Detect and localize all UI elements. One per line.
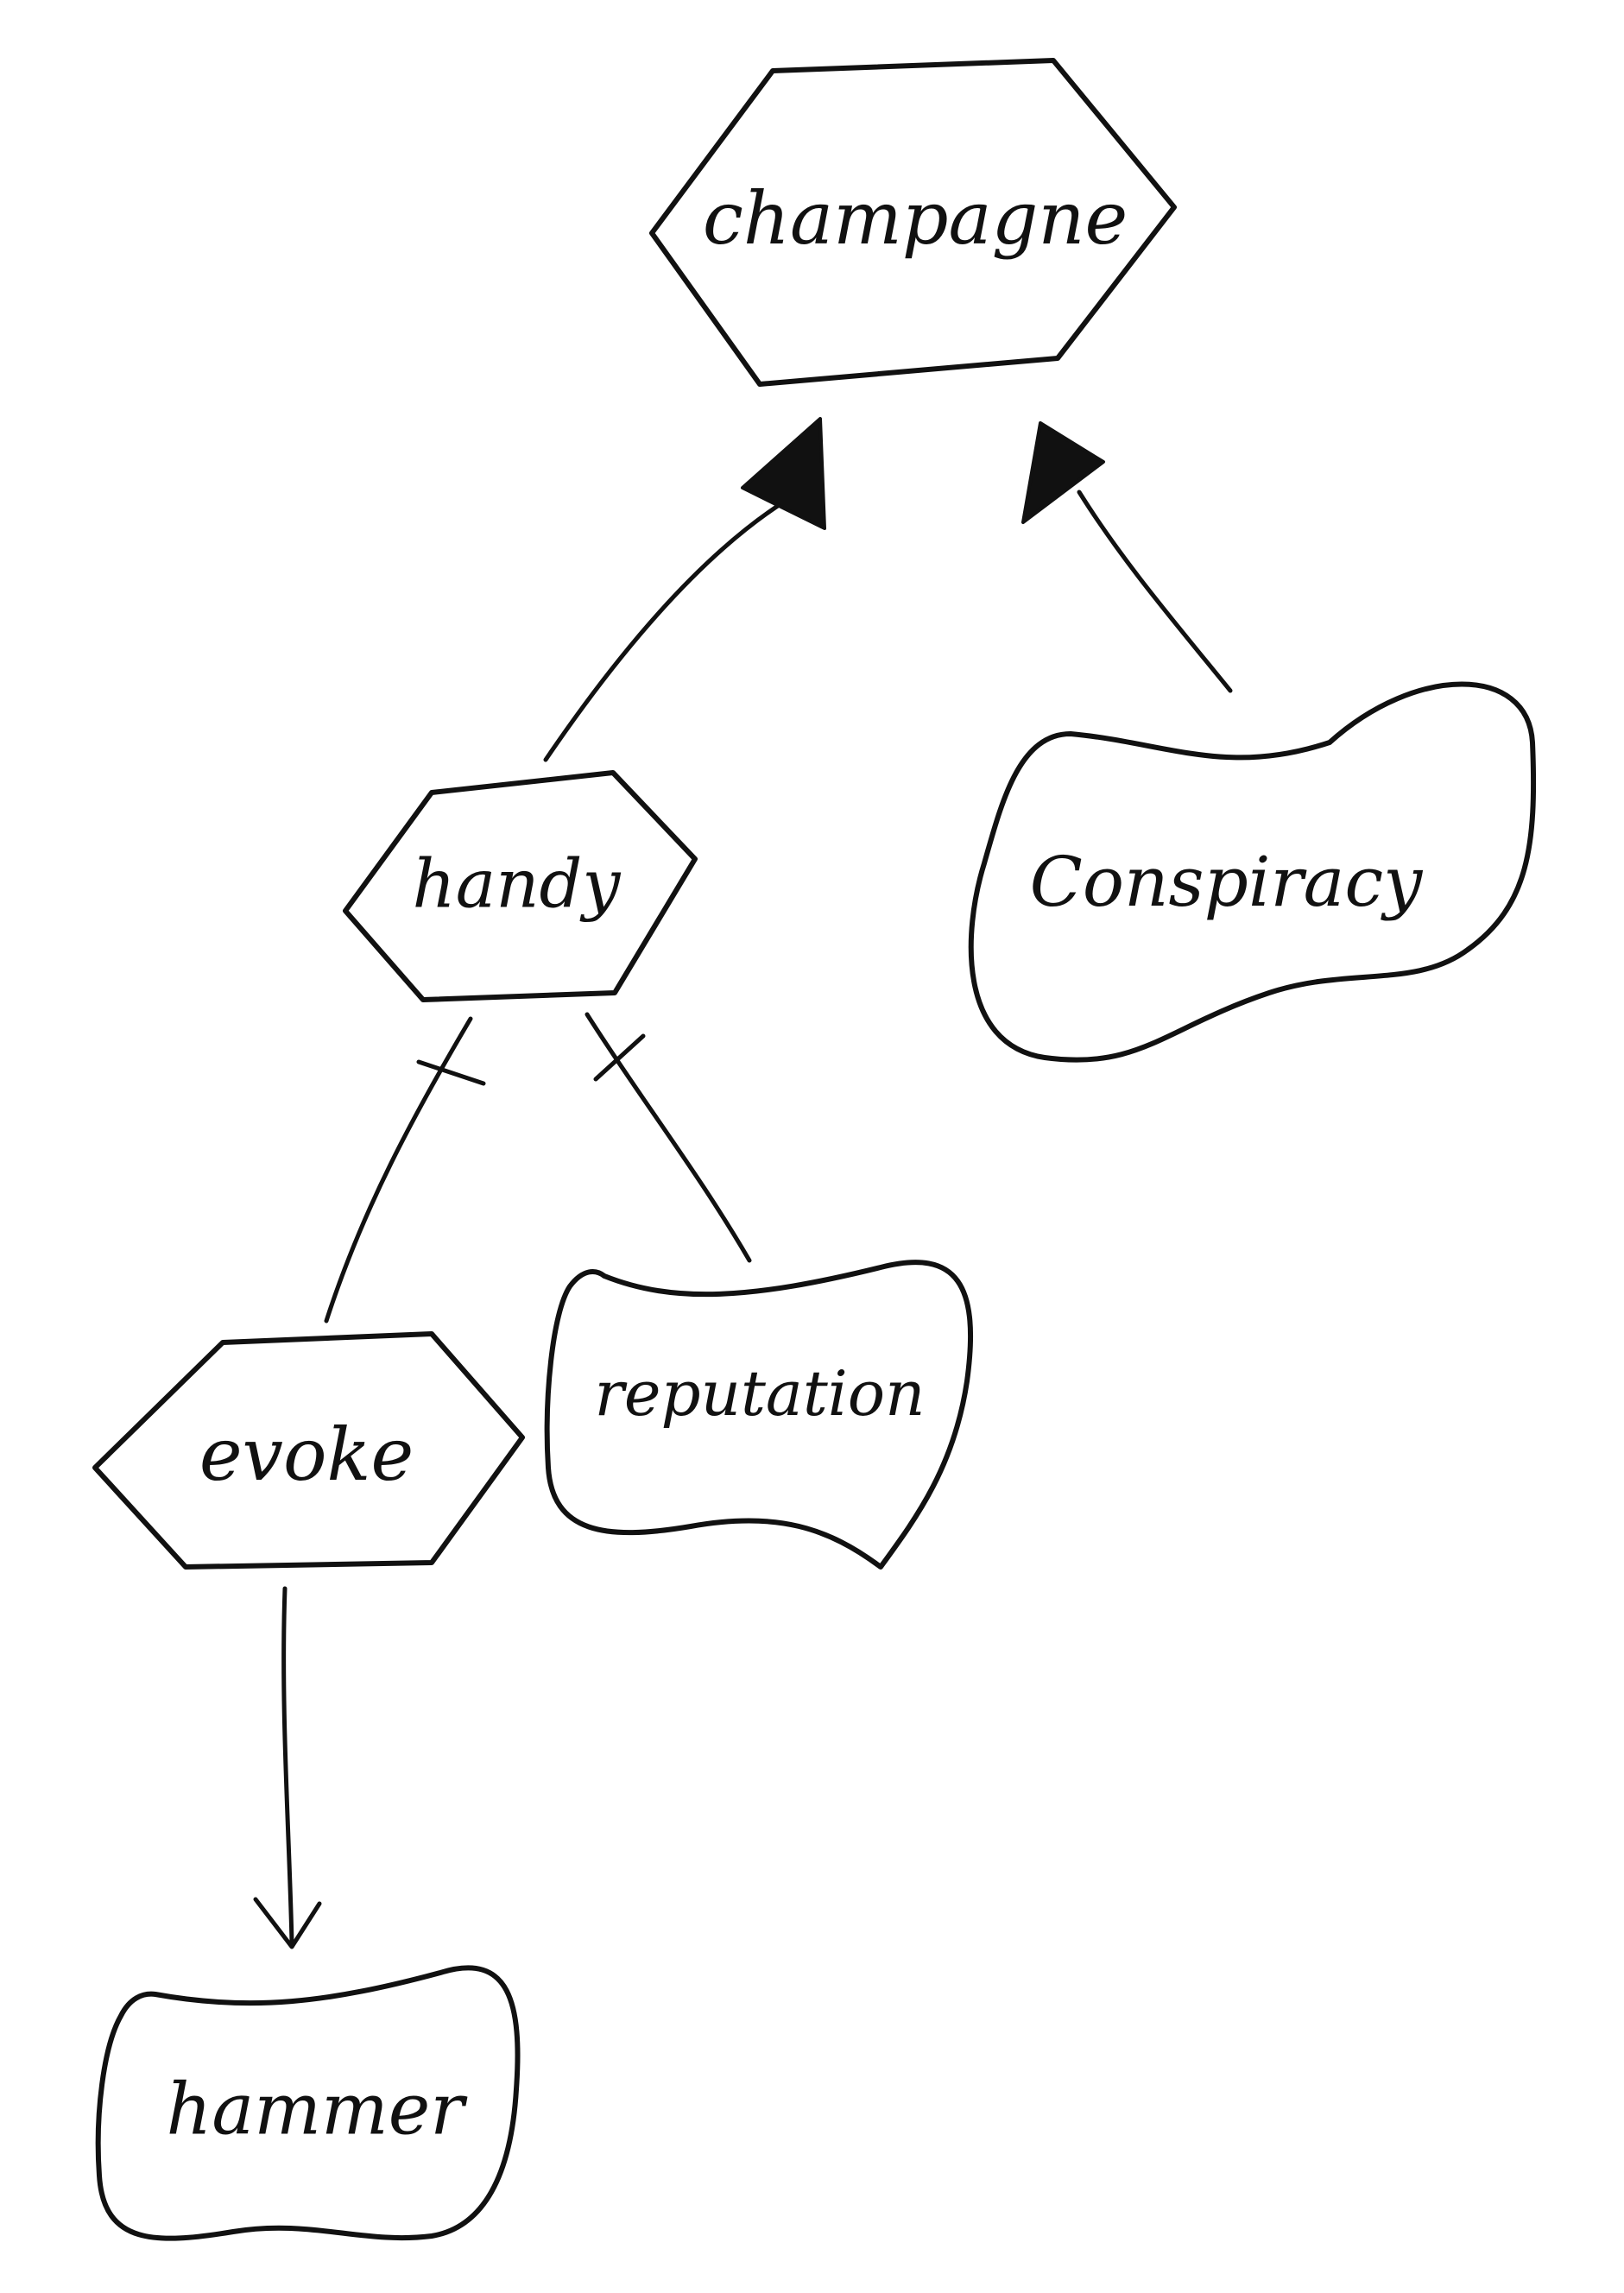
node-label-conspiracy: Conspiracy: [1030, 842, 1424, 922]
node-label-champagne: champagne: [703, 176, 1128, 261]
node-conspiracy: Conspiracy: [968, 681, 1537, 1063]
edge-handy-to-reputation: [585, 1012, 752, 1263]
open-arrowhead-icon: [253, 1897, 322, 1949]
node-label-reputation: reputation: [594, 1357, 925, 1430]
node-label-evoke: evoke: [199, 1412, 414, 1497]
node-label-hammer: hammer: [167, 2069, 469, 2151]
cross-mark-icon: [593, 1033, 646, 1082]
node-reputation: reputation: [544, 1260, 974, 1570]
edge-conspiracy-to-champagne: [1021, 421, 1233, 693]
node-hammer: hammer: [95, 1965, 521, 2241]
edge-handy-to-evoke: [324, 1016, 486, 1323]
edge-handy-to-champagne: [543, 417, 826, 762]
node-label-handy: handy: [413, 846, 622, 924]
edge-evoke-to-hammer: [253, 1586, 322, 1949]
node-champagne: champagne: [649, 58, 1177, 387]
cross-mark-icon: [416, 1059, 486, 1086]
node-handy: handy: [343, 770, 698, 1002]
filled-arrowhead-icon: [1021, 421, 1105, 524]
filled-arrowhead-icon: [741, 417, 826, 530]
node-evoke: evoke: [92, 1331, 525, 1570]
